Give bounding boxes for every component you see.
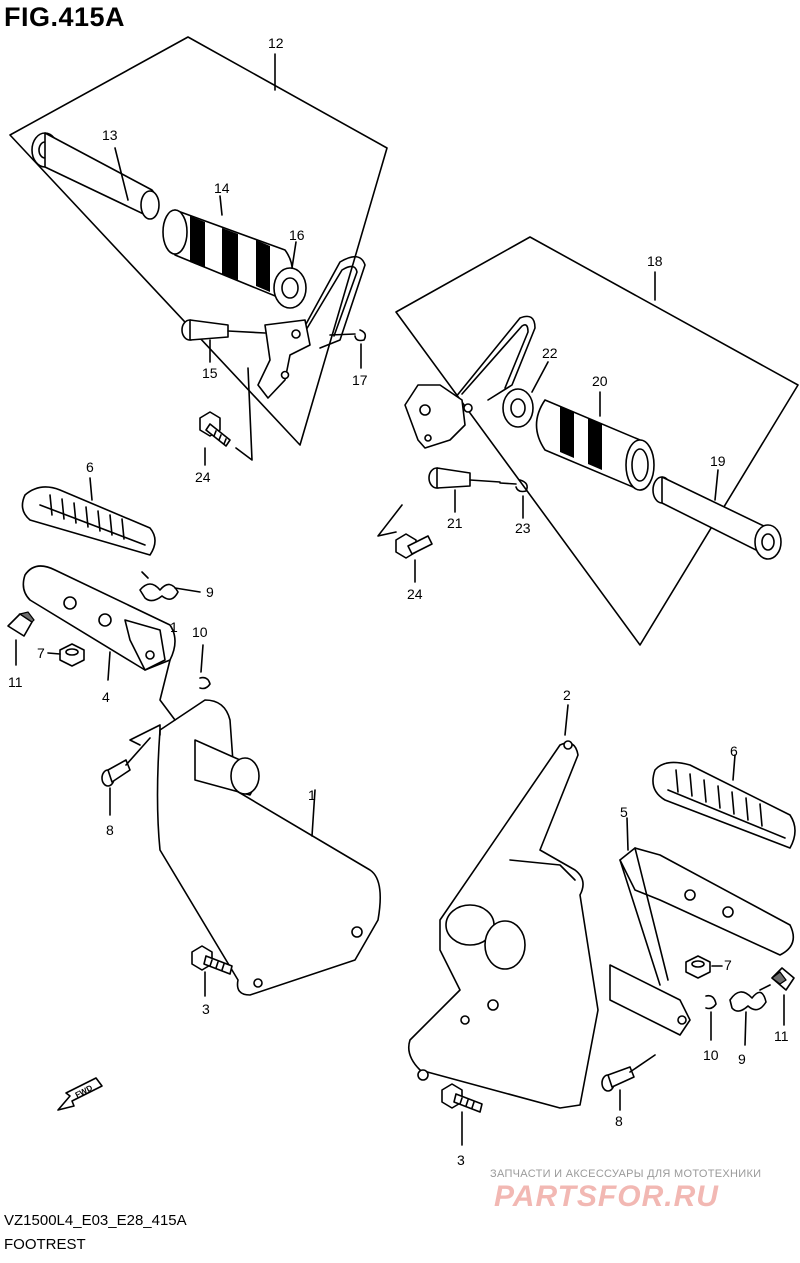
callout-20: 20 xyxy=(592,373,608,389)
figure-title: FIG.415A xyxy=(4,2,126,32)
part-6-rubber-right xyxy=(652,754,796,849)
callout-9-left: 9 xyxy=(206,584,214,600)
part-16-washer xyxy=(273,241,307,309)
part-15-pin xyxy=(181,319,266,363)
callout-12: 12 xyxy=(268,35,284,51)
callout-17: 17 xyxy=(352,372,368,388)
part-11-cap-left xyxy=(7,611,35,666)
part-24-bolt-upper-left xyxy=(199,367,253,466)
part-11-cap-right xyxy=(771,967,795,1026)
part-10-clip-right xyxy=(705,994,717,1041)
callout-21: 21 xyxy=(447,515,463,531)
part-8-pin-right xyxy=(601,1054,656,1111)
part-5-footpeg-right xyxy=(609,817,795,1036)
callout-19: 19 xyxy=(710,453,726,469)
diagram-code: VZ1500L4_E03_E28_415A xyxy=(4,1212,187,1229)
callout-13: 13 xyxy=(102,127,118,143)
part-14-rubber xyxy=(162,195,294,301)
assembly-box-18 xyxy=(395,236,799,646)
callout-1-small: 1 xyxy=(170,619,178,635)
part-1-bracket-left xyxy=(129,659,381,996)
part-6-rubber-left xyxy=(21,477,156,556)
callout-9-right: 9 xyxy=(738,1051,746,1067)
part-9-spring-left xyxy=(139,571,201,602)
callout-1: 1 xyxy=(308,787,316,803)
callout-3-left: 3 xyxy=(202,1001,210,1017)
part-21-pin xyxy=(428,467,501,513)
callout-11-left: 11 xyxy=(8,674,23,690)
callout-7-right: 7 xyxy=(724,957,732,973)
callout-10-left: 10 xyxy=(192,624,208,640)
callout-4: 4 xyxy=(102,689,110,705)
part-24-bolt-upper-right xyxy=(377,504,433,583)
part-23-clip xyxy=(499,479,528,519)
callout-24-b: 24 xyxy=(407,586,423,602)
callout-16: 16 xyxy=(289,227,305,243)
part-9-spring-right xyxy=(729,984,771,1046)
callout-14: 14 xyxy=(214,180,230,196)
watermark-caption: ЗАПЧАСТИ И АКСЕССУАРЫ ДЛЯ МОТОТЕХНИКИ xyxy=(490,1168,762,1180)
footrest-bracket-right xyxy=(404,315,536,449)
part-4-footpeg-left xyxy=(22,565,176,681)
callout-3-right: 3 xyxy=(457,1152,465,1168)
callout-18: 18 xyxy=(647,253,663,269)
callout-7-left: 7 xyxy=(37,645,45,661)
callout-10-right: 10 xyxy=(703,1047,719,1063)
callout-2: 2 xyxy=(563,687,571,703)
part-3-bolt-left xyxy=(191,945,233,997)
part-22-washer xyxy=(502,361,549,428)
callout-5: 5 xyxy=(620,804,628,820)
part-17-clip xyxy=(329,329,367,369)
callout-8-left: 8 xyxy=(106,822,114,838)
part-13-pin xyxy=(31,132,160,220)
watermark-logo: PARTSFOR.RU xyxy=(494,1180,719,1213)
part-10-clip-left xyxy=(199,644,211,690)
callout-6-left: 6 xyxy=(86,459,94,475)
callout-24-a: 24 xyxy=(195,469,211,485)
diagram-name: FOOTREST xyxy=(4,1236,86,1253)
assembly-box-12 xyxy=(9,36,388,446)
fwd-direction-arrow: FWD xyxy=(57,1077,103,1111)
callout-15: 15 xyxy=(202,365,218,381)
footrest-bracket-left xyxy=(257,255,366,399)
part-7-nut-left xyxy=(47,643,85,667)
part-20-rubber xyxy=(535,391,655,491)
callout-8-right: 8 xyxy=(615,1113,623,1129)
part-3-bolt-right xyxy=(441,1083,483,1146)
callout-6-right: 6 xyxy=(730,743,738,759)
part-2-bracket-right xyxy=(407,704,599,1109)
part-7-nut-right xyxy=(685,955,723,979)
callout-23: 23 xyxy=(515,520,531,536)
callout-22: 22 xyxy=(542,345,558,361)
callout-labels: 12 13 14 16 15 17 24 18 22 20 19 21 23 2… xyxy=(8,35,789,1168)
part-19-pin xyxy=(652,469,782,560)
part-8-pin-left xyxy=(101,737,151,816)
callout-11-right: 11 xyxy=(774,1028,789,1044)
